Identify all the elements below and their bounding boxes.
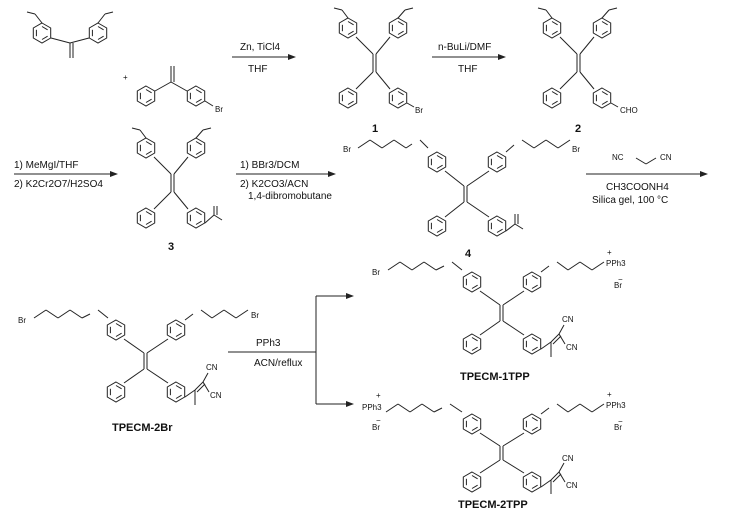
bromine-label: Br [572,145,580,154]
step5-line2: Silica gel, 100 °C [592,195,668,206]
positive-charge: + [607,248,612,257]
step6-below: ACN/reflux [254,358,302,369]
phosphonium-label: PPh3 [362,403,382,412]
step4-line3: 1,4-dibromobutane [248,191,332,202]
negative-charge: − [618,275,623,284]
bromide-label: Br [614,281,622,290]
step1-below: THF [248,64,267,75]
nitrile-label: CN [566,343,578,352]
nitrile-label: CN [206,363,218,372]
step5-arrow [586,171,708,177]
step3-line2: 2) K2Cr2O7/H2SO4 [14,179,103,190]
tpecm-2tpp-structure [385,403,605,494]
bromide-label: Br [614,423,622,432]
step5-reagent-bonds [635,157,657,165]
step5-line1: CH3COONH4 [606,182,669,193]
tpecm-1tpp-name: TPECM-1TPP [460,371,530,383]
bromobenzophenone-structure [136,66,214,107]
step3-line1: 1) MeMgI/THF [14,160,78,171]
step6-arrows [228,293,354,407]
compound-4-number: 4 [465,248,472,260]
nitrile-label: CN [566,481,578,490]
bromine-label: Br [215,105,223,114]
step5-reagent-right: CN [660,153,672,162]
dimethoxybenzophenone-structure [26,11,114,58]
tpecm-2br-structure [33,309,249,405]
bromine-label: Br [343,145,351,154]
nitrile-label: CN [562,315,574,324]
nitrile-label: CN [210,391,222,400]
aldehyde-label: CHO [620,106,638,115]
bromine-label: Br [372,268,380,277]
step4-line2: 2) K2CO3/ACN [240,179,308,190]
tpecm-2br-name: TPECM-2Br [112,422,173,434]
positive-charge: + [607,390,612,399]
step2-below: THF [458,64,477,75]
tpecm-1tpp-structure [387,261,605,357]
plus-sign: + [123,73,128,82]
tpecm-2tpp-name: TPECM-2TPP [458,499,528,511]
phosphonium-label: PPh3 [606,401,626,410]
compound-3-number: 3 [168,241,174,253]
negative-charge: − [618,417,623,426]
bromine-label: Br [415,106,423,115]
positive-charge: + [376,391,381,400]
step2-arrow [432,54,506,60]
step4-line1: 1) BBr3/DCM [240,160,299,171]
step3-arrow [14,171,118,177]
compound-4-structure [357,139,571,237]
step5-reagent-left: NC [612,153,624,162]
nitrile-label: CN [562,454,574,463]
compound-1-number: 1 [372,123,378,135]
step4-arrow [236,171,336,177]
bromide-label: Br [372,423,380,432]
step6-above: PPh3 [256,338,281,349]
compound-2-number: 2 [575,123,581,135]
compound-1-structure [333,7,415,109]
step1-arrow [232,54,296,60]
phosphonium-label: PPh3 [606,259,626,268]
bromine-label: Br [18,316,26,325]
step2-above: n-BuLi/DMF [438,42,491,53]
compound-2-structure [537,7,619,109]
bromine-label: Br [251,311,259,320]
negative-charge: − [376,416,381,425]
compound-3-structure [131,127,223,229]
step1-above: Zn, TiCl4 [240,42,280,53]
